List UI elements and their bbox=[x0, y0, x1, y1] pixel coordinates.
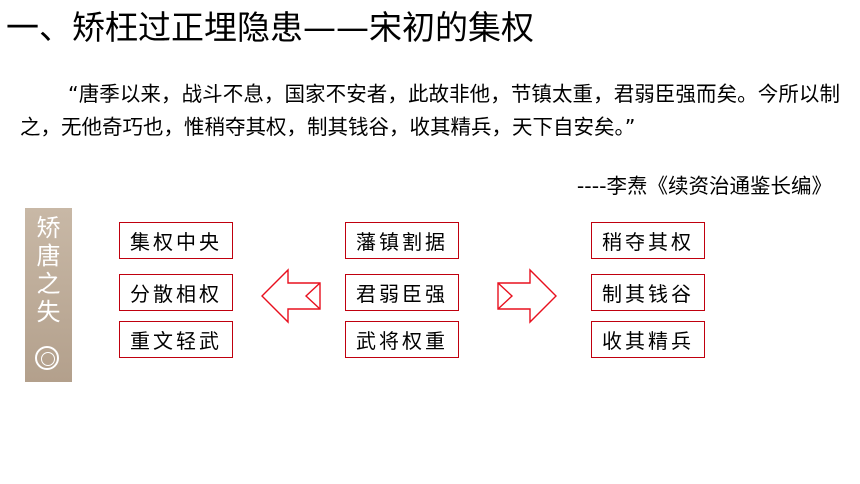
quote-source: ----李焘《续资治通鉴长编》 bbox=[576, 174, 832, 198]
right-item-3: 收其精兵 bbox=[591, 321, 705, 358]
quote-text: “唐季以来，战斗不息，国家不安者，此故非他，节镇太重，君弱臣强而矣。今所以制之，… bbox=[20, 82, 840, 139]
right-item-1: 稍夺其权 bbox=[591, 222, 705, 259]
center-item-2: 君弱臣强 bbox=[345, 274, 459, 311]
left-item-1: 集权中央 bbox=[119, 222, 233, 259]
seal-icon bbox=[35, 346, 59, 370]
banner-label: 矫唐之失 bbox=[36, 214, 61, 326]
center-item-1: 藩镇割据 bbox=[345, 222, 459, 259]
side-banner: 矫唐之失 bbox=[25, 208, 72, 382]
right-item-2: 制其钱谷 bbox=[591, 274, 705, 311]
slide-title: 一、矫枉过正埋隐患——宋初的集权 bbox=[6, 8, 534, 47]
banner-text: 矫唐之失 bbox=[25, 214, 72, 326]
left-item-2: 分散相权 bbox=[119, 274, 233, 311]
center-item-3: 武将权重 bbox=[345, 321, 459, 358]
left-item-3: 重文轻武 bbox=[119, 321, 233, 358]
right-arrow-icon bbox=[497, 268, 557, 324]
left-arrow-icon bbox=[261, 268, 321, 324]
